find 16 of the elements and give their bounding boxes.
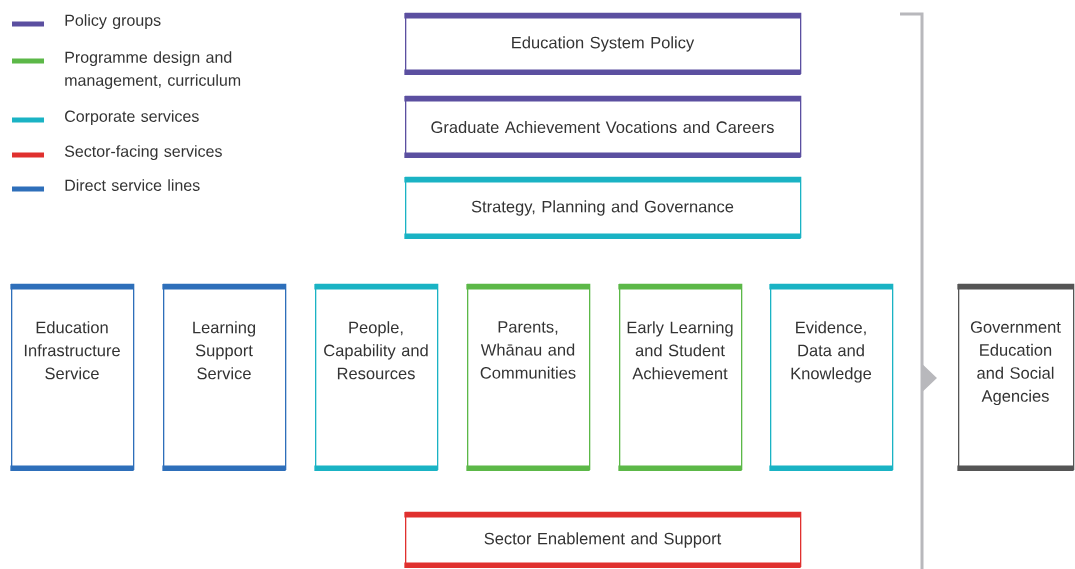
- box: Education System Policy: [404, 12, 802, 75]
- box: Education Infrastructure Service: [10, 283, 135, 471]
- legend-label: Policy groups: [65, 14, 161, 30]
- box: Learning Support Service: [162, 283, 287, 471]
- box: Government Education and Social Agencies: [957, 283, 1075, 471]
- legend-label: Programme design and management, curriculum: [65, 51, 241, 90]
- box: Graduate Achievement Vocations and Careers: [404, 95, 802, 158]
- box: Evidence, Data and Knowledge: [769, 283, 894, 471]
- legend-label: Corporate services: [65, 110, 199, 126]
- box: Parents, Whānau and Communities: [466, 283, 591, 471]
- box: Strategy, Planning and Governance: [404, 176, 802, 239]
- legend-label: Direct service lines: [65, 179, 200, 191]
- box: Sector Enablement and Support: [404, 511, 802, 568]
- box: People, Capability and Resources: [314, 283, 439, 471]
- legend-label: Sector-facing services: [64, 145, 222, 161]
- box: Early Learning and Student Achievement: [618, 283, 743, 471]
